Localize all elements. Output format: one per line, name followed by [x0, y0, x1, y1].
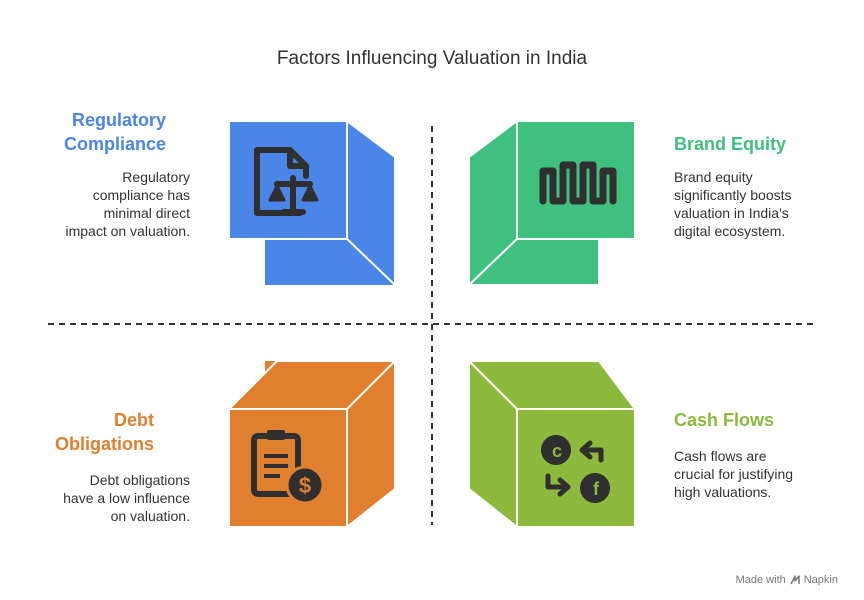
cash-heading: Cash Flows	[674, 410, 775, 430]
debt-block: $	[226, 358, 398, 530]
invoice-dollar-icon: $	[251, 430, 325, 505]
brand-desc-line3: valuation in India's	[674, 205, 789, 221]
cash-desc-line2: crucial for justifying	[674, 466, 794, 482]
made-with-napkin-footer: Made with Napkin	[736, 574, 838, 586]
svg-text:$: $	[299, 473, 311, 498]
svg-text:f: f	[593, 479, 600, 499]
page-title: Factors Influencing Valuation in India	[276, 48, 588, 69]
debt-heading: Debt Obligations	[30, 408, 154, 456]
regulatory-block	[228, 119, 396, 288]
exchange-icon: c f	[541, 435, 610, 503]
debt-desc-line3: on valuation.	[110, 508, 190, 524]
regulatory-description: Regulatory compliance has minimal direct…	[30, 168, 190, 240]
debt-heading-line2: Obligations	[55, 434, 154, 454]
svg-text:c: c	[552, 441, 562, 461]
debt-description: Debt obligations have a low influence on…	[30, 471, 190, 525]
regulatory-heading-line1: Regulatory	[71, 110, 166, 130]
regulatory-heading: Regulatory Compliance	[40, 108, 166, 156]
brand-desc-line4: digital ecosystem.	[674, 223, 786, 239]
cash-block: c f	[466, 358, 637, 530]
brand-desc-line2: significantly boosts	[674, 187, 792, 203]
waveform-icon	[539, 161, 617, 205]
napkin-logo-icon	[790, 575, 800, 585]
cash-desc-line1: Cash flows are	[674, 448, 767, 464]
regulatory-desc-line4: impact on valuation.	[65, 223, 190, 239]
document-scale-icon	[254, 147, 319, 216]
brand-desc-line1: Brand equity	[674, 169, 753, 185]
debt-desc-line1: Debt obligations	[89, 472, 190, 488]
debt-desc-line2: have a low influence	[63, 490, 190, 506]
regulatory-desc-line3: minimal direct	[103, 205, 190, 221]
made-with-label: Made with	[735, 574, 786, 586]
debt-heading-line1: Debt	[114, 410, 154, 430]
cash-description: Cash flows are crucial for justifying hi…	[674, 447, 844, 501]
brand-block	[466, 119, 636, 288]
regulatory-desc-line2: compliance has	[92, 187, 190, 203]
regulatory-heading-line2: Compliance	[63, 134, 166, 154]
brand-heading: Brand Equity	[674, 134, 787, 154]
regulatory-desc-line1: Regulatory	[122, 169, 190, 185]
brand-description: Brand equity significantly boosts valuat…	[674, 168, 844, 240]
napkin-brand-label: Napkin	[803, 574, 838, 586]
cash-desc-line3: high valuations.	[674, 484, 772, 500]
